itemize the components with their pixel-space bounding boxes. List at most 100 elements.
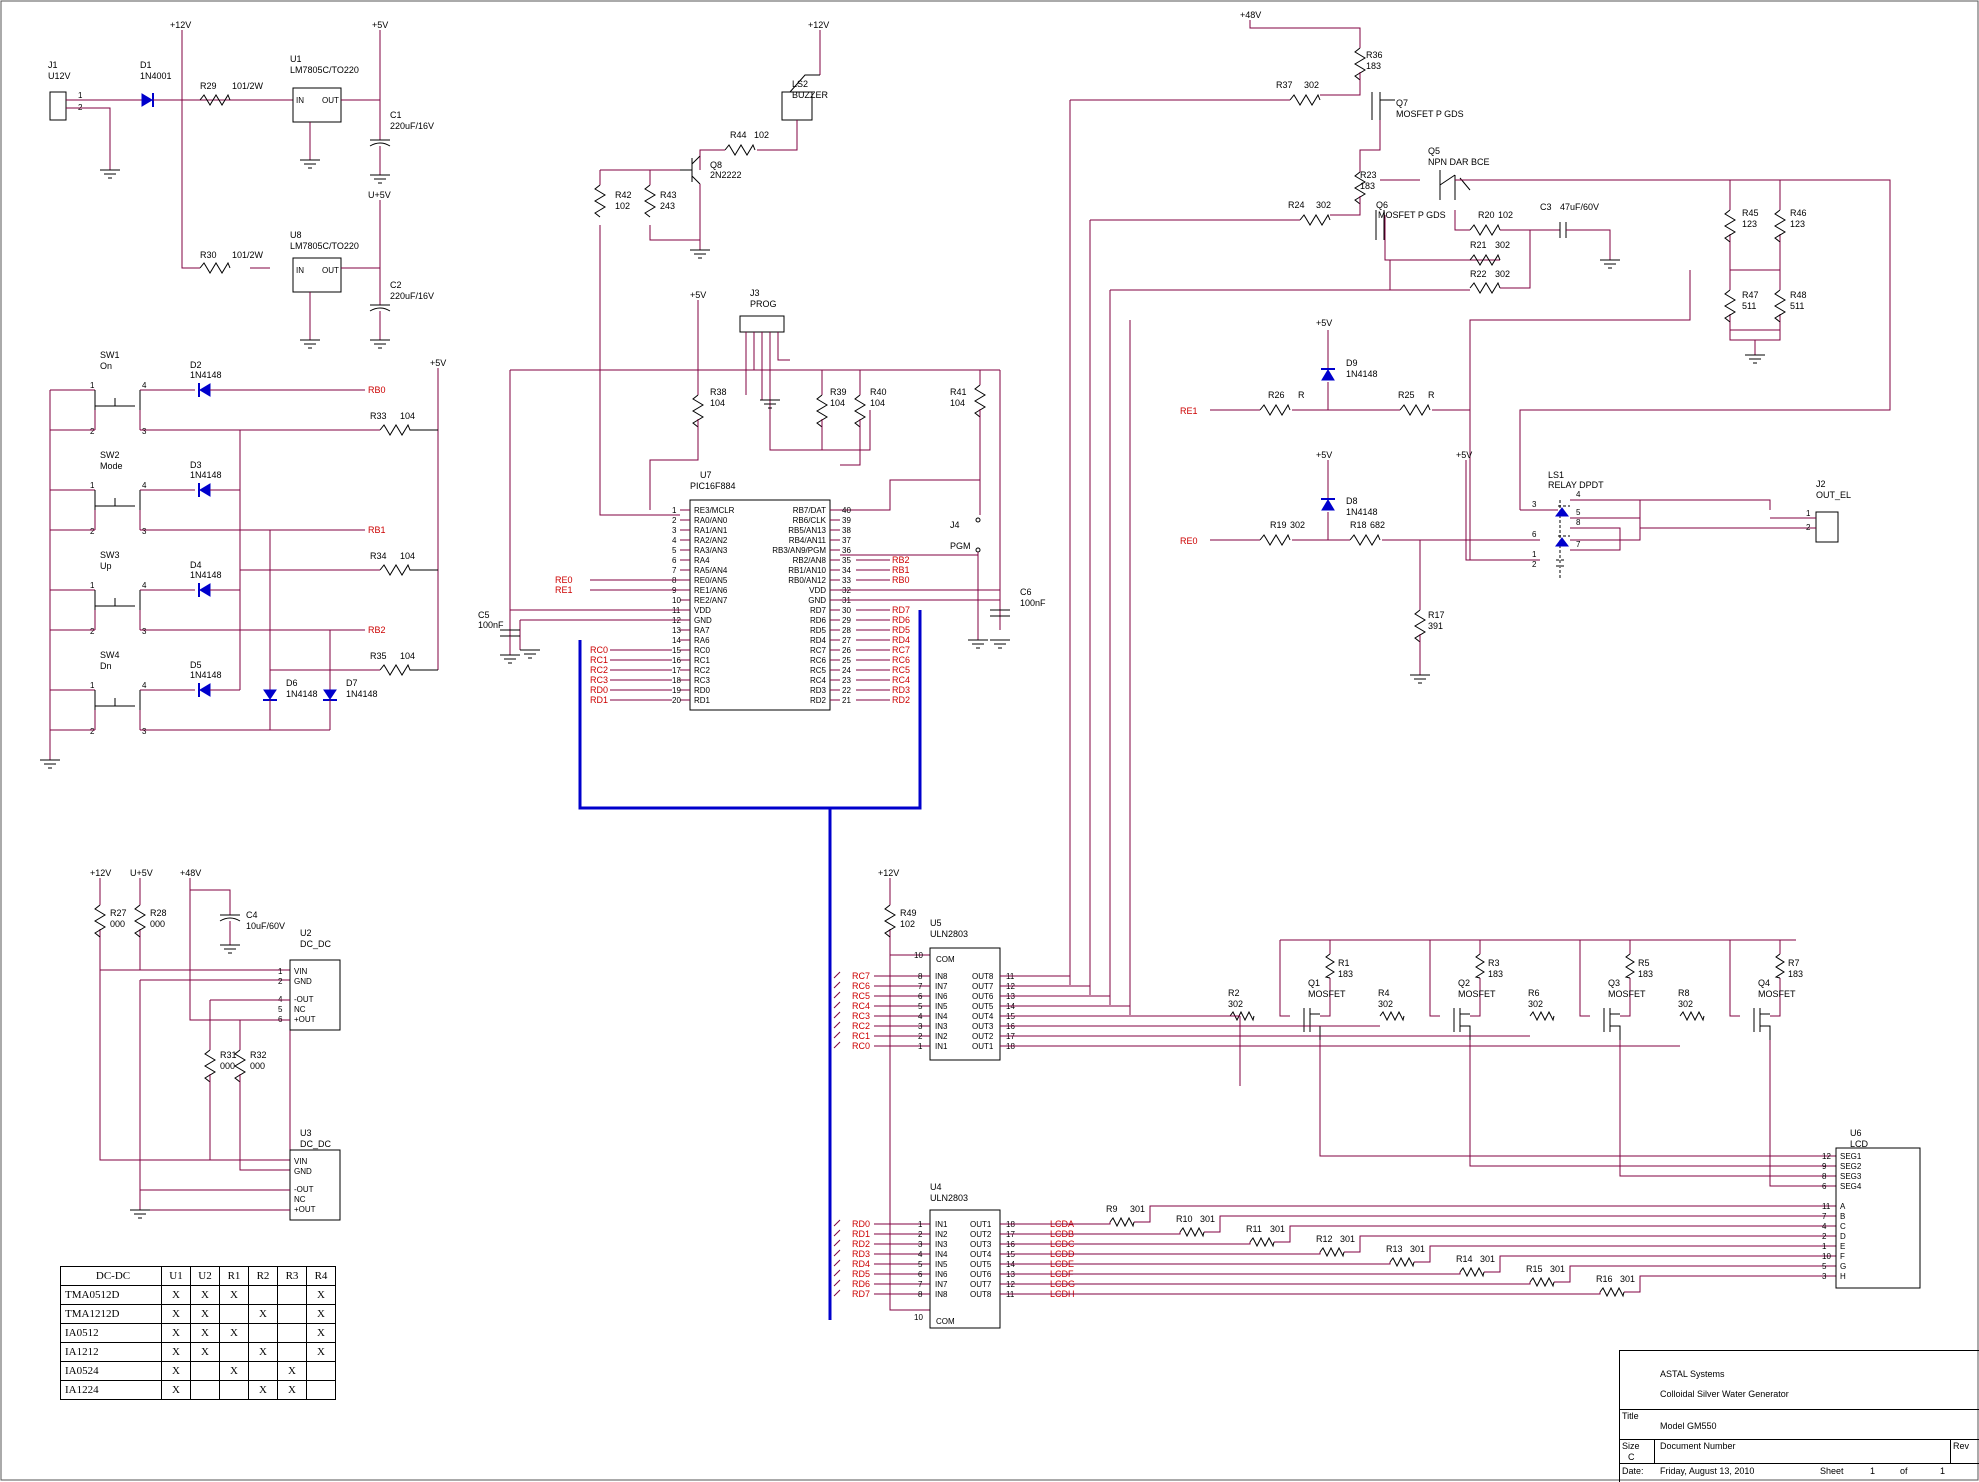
lcd-resistor-ref: R13 bbox=[1386, 1244, 1403, 1254]
u5-pin-name: IN1 bbox=[935, 1042, 948, 1051]
u4-pin-name: OUT3 bbox=[970, 1240, 992, 1249]
u4-uln2803 bbox=[929, 1209, 1001, 1329]
mosfet-transistor bbox=[1453, 1008, 1471, 1040]
lcd-pin-name: B bbox=[1840, 1212, 1845, 1221]
svg-text:000: 000 bbox=[110, 919, 125, 929]
lcd-resistor-ref: R14 bbox=[1456, 1254, 1473, 1264]
r25-resistor bbox=[1399, 403, 1431, 416]
lcd-pin-number: 12 bbox=[1822, 1152, 1831, 1161]
u5-pin-name: OUT1 bbox=[972, 1042, 994, 1051]
svg-text:C1: C1 bbox=[390, 110, 402, 120]
mosfet-transistor bbox=[1303, 1008, 1321, 1040]
pic-pin-number: 15 bbox=[672, 646, 681, 655]
svg-text:D2: D2 bbox=[190, 360, 202, 370]
u4-pin-number: 3 bbox=[918, 1240, 923, 1249]
svg-text:DC_DC: DC_DC bbox=[300, 1139, 332, 1149]
u5-pin-name: OUT5 bbox=[972, 1002, 994, 1011]
table-header: R1 bbox=[219, 1266, 249, 1286]
j2-connector bbox=[1815, 511, 1839, 543]
lcd-resistor-ref: R12 bbox=[1316, 1234, 1333, 1244]
svg-text:47uF/60V: 47uF/60V bbox=[1560, 202, 1599, 212]
table-cell: X bbox=[190, 1342, 220, 1362]
svg-text:104: 104 bbox=[830, 398, 845, 408]
pic-pin-number: 29 bbox=[842, 616, 851, 625]
resistor-value: 183 bbox=[1338, 969, 1353, 979]
wire bbox=[833, 1041, 841, 1049]
pic-pin-name: RA7 bbox=[694, 626, 710, 635]
lcd-pin-number: 10 bbox=[1822, 1252, 1831, 1261]
svg-text:U1: U1 bbox=[290, 54, 302, 64]
table-cell: X bbox=[248, 1342, 278, 1362]
u5-uln2803 bbox=[929, 947, 1001, 1061]
svg-text:U8: U8 bbox=[290, 230, 302, 240]
net-re0-pic: RE0 bbox=[555, 575, 573, 585]
table-cell: X bbox=[161, 1304, 191, 1324]
table-cell: X bbox=[161, 1342, 191, 1362]
svg-text:SW4: SW4 bbox=[100, 650, 120, 660]
pic-pin-number: 30 bbox=[842, 606, 851, 615]
pic-pin-number: 23 bbox=[842, 676, 851, 685]
pic-pin-number: 35 bbox=[842, 556, 851, 565]
svg-text:ULN2803: ULN2803 bbox=[930, 1193, 968, 1203]
u4-net-label: RD1 bbox=[852, 1229, 870, 1239]
r47-resistor bbox=[1724, 289, 1736, 323]
r31-resistor bbox=[204, 1049, 216, 1083]
u2-dcdc bbox=[289, 959, 341, 1031]
table-header-row: DC-DC U1 U2 R1 R2 R3 R4 bbox=[60, 1266, 336, 1286]
table-cell: X bbox=[306, 1342, 336, 1362]
svg-text:OUT: OUT bbox=[322, 96, 339, 105]
svg-text:-OUT: -OUT bbox=[294, 995, 314, 1004]
u4-pin-name: OUT8 bbox=[970, 1290, 992, 1299]
j1-value: U12V bbox=[48, 71, 71, 81]
pic-pin-number: 40 bbox=[842, 506, 851, 515]
pic-pin-number: 16 bbox=[672, 656, 681, 665]
pullup-resistor bbox=[1774, 953, 1785, 979]
wire bbox=[833, 1021, 841, 1029]
pic-net-label: RC5 bbox=[892, 665, 910, 675]
wire bbox=[1729, 940, 1781, 1017]
pic-pin-name: RD7 bbox=[810, 606, 827, 615]
lcd-resistor-value: 301 bbox=[1130, 1204, 1145, 1214]
lcd-series-resistor bbox=[1109, 1216, 1135, 1228]
r33-resistor bbox=[379, 423, 438, 436]
mosfet-transistor bbox=[1753, 1008, 1771, 1040]
lcd-pin-name: C bbox=[1840, 1222, 1846, 1231]
sw4-switch bbox=[94, 690, 141, 710]
lcd-resistor-ref: R9 bbox=[1106, 1204, 1118, 1214]
wire bbox=[1240, 1040, 1836, 1187]
u5-pin-name: OUT4 bbox=[972, 1012, 994, 1021]
u5-net-label: RC6 bbox=[852, 981, 870, 991]
svg-text:R: R bbox=[1428, 390, 1435, 400]
title-block: ASTAL Systems Colloidal Silver Water Gen… bbox=[1619, 1350, 1979, 1482]
resistor-value: 302 bbox=[1678, 999, 1693, 1009]
pic-pin-name: RD1 bbox=[694, 696, 711, 705]
mosfet-bank: R1183R2302Q1MOSFETR3183R4302Q2MOSFETR518… bbox=[1160, 939, 1836, 1187]
lcd-series-resistor bbox=[1179, 1226, 1205, 1238]
svg-text:R47: R47 bbox=[1742, 290, 1759, 300]
c4-cap bbox=[219, 914, 241, 922]
table-cell bbox=[219, 1342, 249, 1362]
svg-text:U+5V: U+5V bbox=[368, 190, 391, 200]
u4-pin-number: 1 bbox=[918, 1220, 923, 1229]
table-cell: TMA0512D bbox=[60, 1285, 162, 1305]
pic-pin-number: 3 bbox=[672, 526, 677, 535]
u4-pin-name: OUT7 bbox=[970, 1280, 992, 1289]
resistor-value: 183 bbox=[1788, 969, 1803, 979]
d1-value: 1N4001 bbox=[140, 71, 172, 81]
svg-text:SW1: SW1 bbox=[100, 350, 120, 360]
u4-pin-number: 4 bbox=[918, 1250, 923, 1259]
pic-pin-name: RB7/DAT bbox=[793, 506, 826, 515]
wire bbox=[1240, 1035, 1836, 1177]
lcd-pin-number: 5 bbox=[1822, 1262, 1827, 1271]
svg-text:R18: R18 bbox=[1350, 520, 1367, 530]
svg-text:+OUT: +OUT bbox=[294, 1015, 316, 1024]
r41-resistor bbox=[974, 384, 986, 418]
svg-text:VIN: VIN bbox=[294, 1157, 308, 1166]
u4-net-label: RD4 bbox=[852, 1259, 870, 1269]
svg-text:123: 123 bbox=[1790, 219, 1805, 229]
table-header: R2 bbox=[248, 1266, 278, 1286]
r48-resistor bbox=[1774, 289, 1786, 323]
pic-pin-name: RB2/AN8 bbox=[793, 556, 827, 565]
u6-lcd bbox=[1835, 1147, 1921, 1289]
